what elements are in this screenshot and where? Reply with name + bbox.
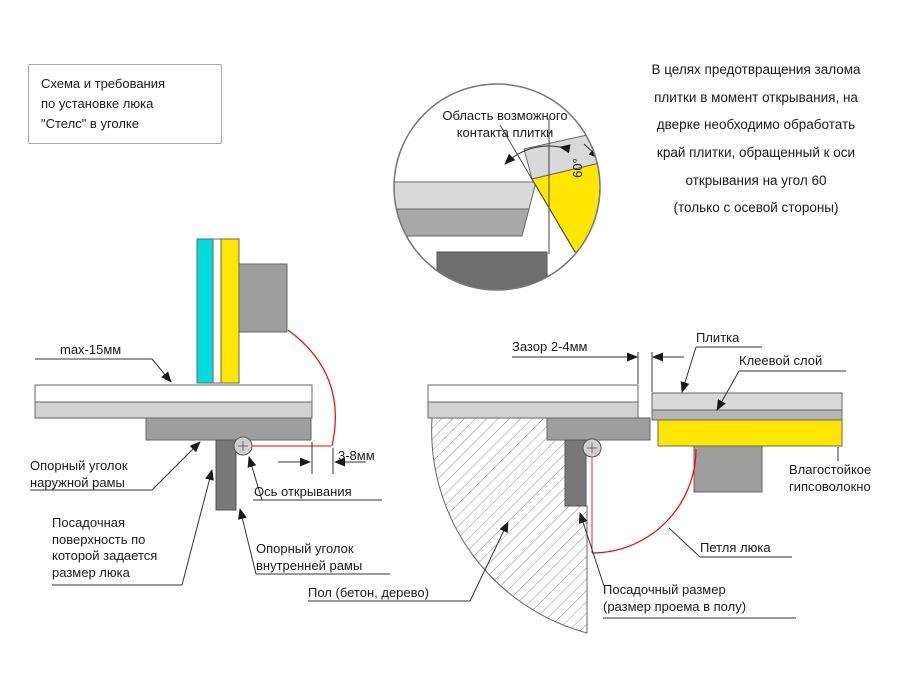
seating-leader [181, 469, 214, 586]
seat-size-leader [578, 512, 605, 587]
opening-axis-label: Ось открывания [254, 484, 352, 499]
right-left-slab-top [427, 384, 639, 403]
door-hinge-block [238, 263, 288, 333]
right-left-slab-bottom [427, 401, 639, 419]
seat-size-label: Посадочный размер (размер проема в полу) [603, 582, 747, 614]
note-text: В целях предотвращения залома плитки в м… [651, 62, 861, 216]
door-glue-strip [212, 238, 222, 384]
title-box: Схема и требования по установке люка "Ст… [28, 64, 222, 145]
gap-2-4-label: Зазор 2-4мм [512, 339, 588, 354]
outer-frame-angle-label: Опорный уголок наружной рамы [30, 458, 128, 490]
contact-area-label: Область возможного контакта плитки [442, 108, 568, 140]
glue-layer-label: Клеевой слой [739, 353, 823, 368]
gap-3-8-label: 3-8мм [338, 448, 375, 463]
hinge-label-leader [668, 527, 701, 558]
hatch-hinge-block [693, 445, 763, 493]
hatch-glue-layer [651, 409, 843, 421]
left-slab-top-layer [34, 384, 313, 403]
right-hinge-axis-cross [587, 443, 597, 453]
floor-hatched-area [431, 417, 588, 634]
tile-leader [680, 346, 697, 393]
seating-surface-label: Посадочная поверхность по которой задает… [52, 515, 158, 580]
hatch-gvl-layer [657, 419, 843, 447]
detail-angle-arc [504, 144, 571, 165]
outer-frame-angle-profile [145, 417, 312, 441]
hinge-trajectory-arc [591, 448, 697, 554]
max15-leader [151, 358, 172, 383]
door-gvl-strip [220, 238, 240, 384]
inner-frame-post [215, 439, 237, 511]
floor-material-label: Пол (бетон, дерево) [308, 585, 429, 600]
opening-trajectory-arc [287, 329, 336, 447]
gvl-label: Влагостойкое гипсоволокно [789, 462, 872, 494]
axis-leader [247, 456, 263, 501]
dim-3-8-extensions [311, 442, 334, 474]
door-tile-strip [196, 238, 214, 384]
inner-frame-angle-label: Опорный уголок внутренней рамы [256, 541, 363, 573]
gap-dim-extensions [637, 352, 653, 392]
detail-floor-glue [394, 208, 530, 237]
max-tile-thickness-label: max-15мм [60, 342, 122, 357]
right-outer-frame-angle [546, 417, 651, 441]
right-inner-frame-post [564, 439, 587, 507]
left-slab-bottom-layer [34, 401, 313, 419]
detail-floor-tile [394, 181, 537, 210]
floor-leader [469, 521, 509, 602]
tile-label: Плитка [696, 330, 740, 345]
hatch-tile-layer [651, 392, 843, 411]
detail-circle-outline [393, 83, 601, 291]
hatch-hinge-label: Петля люка [700, 540, 771, 555]
inner-frame-leader [238, 508, 257, 575]
outer-frame-leader [151, 441, 201, 491]
angle-60-label: 60° [570, 158, 585, 178]
glue-leader [716, 370, 740, 411]
hinge-axis-cross [238, 441, 248, 451]
